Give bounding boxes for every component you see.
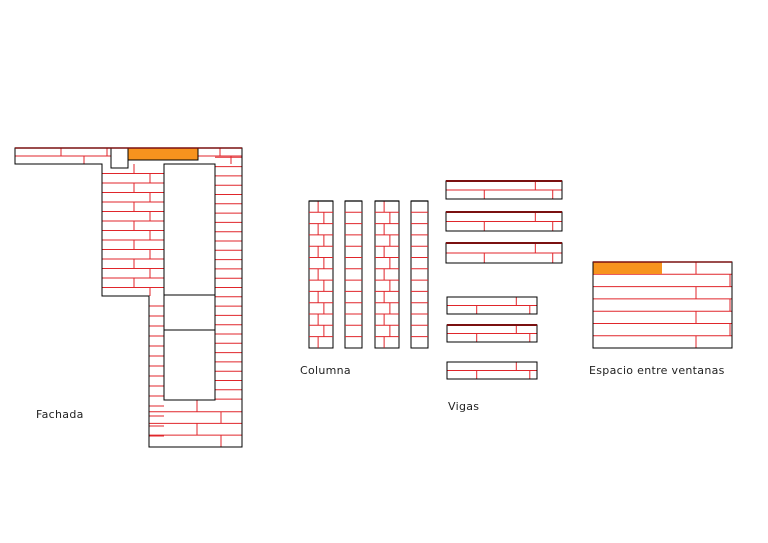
columna-label: Columna	[300, 364, 351, 377]
columna-outline	[410, 200, 429, 349]
window-opening-lower	[163, 329, 216, 401]
fachada-notch	[110, 147, 129, 169]
columna-outline	[308, 200, 334, 349]
espacio-outline	[592, 261, 733, 349]
columna-outline	[344, 200, 363, 349]
fachada-wall	[14, 147, 243, 448]
vigas-group	[445, 180, 563, 380]
fachada-highlight-block	[127, 147, 199, 161]
fachada-label: Fachada	[36, 408, 84, 421]
espacio-entre-ventanas-label: Espacio entre ventanas	[589, 364, 725, 377]
espacio-highlight-block	[593, 262, 662, 274]
vigas-label: Vigas	[448, 400, 480, 413]
window-divider-panel	[163, 294, 216, 331]
espacio-entre-ventanas-panel	[592, 261, 733, 349]
columna-group	[308, 200, 429, 349]
window-opening-upper	[163, 163, 216, 296]
columna-outline	[374, 200, 400, 349]
fachada-outline	[14, 147, 243, 448]
